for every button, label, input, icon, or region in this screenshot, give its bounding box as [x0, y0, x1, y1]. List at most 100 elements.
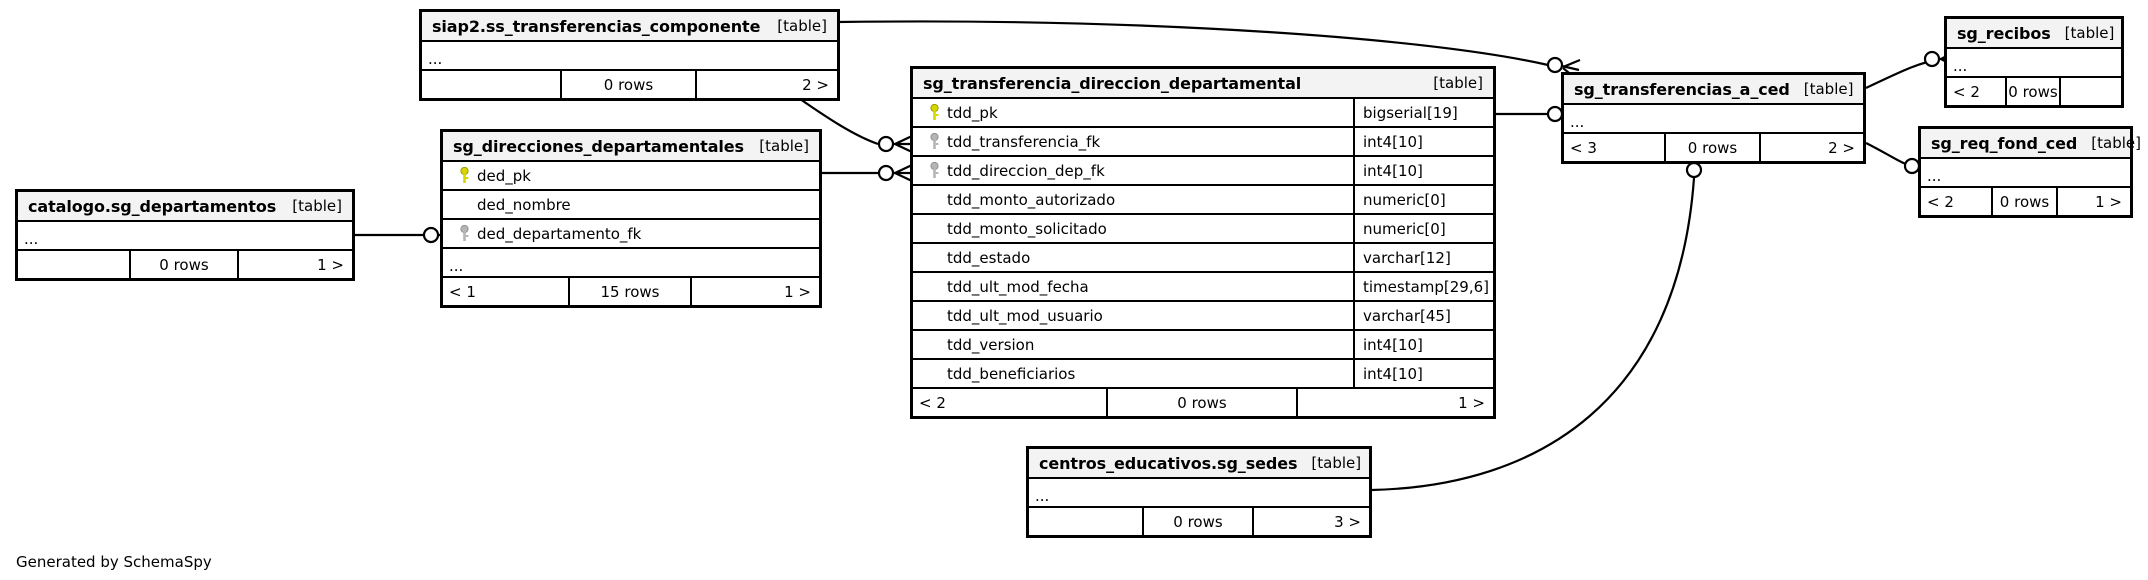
footer-next[interactable]: 2 >: [802, 75, 829, 94]
column-name-cell: tdd_transferencia_fk: [913, 133, 1353, 151]
table-row[interactable]: tdd_monto_solicitado numeric[0]: [913, 215, 1493, 244]
column-type: int4[10]: [1353, 157, 1493, 184]
generated-by-caption: Generated by SchemaSpy: [16, 553, 212, 571]
cardinality-zero-circle: [1546, 105, 1564, 123]
table-footer: 0 rows 2 >: [422, 71, 837, 98]
table-tag: [table]: [292, 197, 342, 215]
table-name: catalogo.sg_departamentos: [28, 196, 277, 216]
footer-prev[interactable]: < 2: [919, 393, 946, 412]
column-name-cell: tdd_ult_mod_fecha: [913, 278, 1353, 296]
footer-next[interactable]: 2 >: [1828, 138, 1856, 157]
table-tag: [table]: [1803, 80, 1854, 98]
column-row[interactable]: ded_pk: [443, 162, 819, 191]
columns-ellipsis: ...: [18, 222, 352, 251]
footer-prev[interactable]: < 1: [449, 282, 476, 301]
table-row[interactable]: tdd_monto_autorizado numeric[0]: [913, 186, 1493, 215]
footer-next[interactable]: 1 >: [2095, 192, 2123, 211]
column-type: bigserial[19]: [1353, 99, 1493, 126]
cardinality-zero-circle: [877, 135, 895, 153]
table-name: siap2.ss_transferencias_componente: [432, 16, 761, 36]
table-name: centros_educativos.sg_sedes: [1039, 453, 1298, 473]
footer-rowcount: 0 rows: [1106, 389, 1298, 416]
table-sg-transferencias-a-ced[interactable]: sg_transferencias_a_ced [table] ... < 3 …: [1561, 72, 1866, 164]
table-header: centros_educativos.sg_sedes [table]: [1029, 449, 1369, 479]
column-row[interactable]: ded_nombre: [443, 191, 819, 220]
column-name-cell: tdd_ult_mod_usuario: [913, 307, 1353, 325]
table-footer: < 2 0 rows: [1947, 78, 2121, 105]
cardinality-zero-circle: [877, 164, 895, 182]
table-tag: [table]: [759, 137, 809, 155]
table-centros-educativos-sg-sedes[interactable]: centros_educativos.sg_sedes [table] ... …: [1026, 446, 1372, 538]
column-label: ded_nombre: [477, 195, 571, 214]
column-type: int4[10]: [1353, 331, 1493, 358]
footer-next[interactable]: 3 >: [1334, 512, 1361, 531]
footer-prev[interactable]: < 2: [1927, 192, 1954, 211]
table-tag: [table]: [1311, 454, 1362, 472]
table-name: sg_direcciones_departamentales: [453, 136, 744, 156]
table-catalogo-sg-departamentos[interactable]: catalogo.sg_departamentos [table] ... 0 …: [15, 189, 355, 281]
column-name-cell: ded_pk: [443, 167, 819, 185]
column-name-cell: tdd_version: [913, 336, 1353, 354]
cardinality-zero-circle: [1903, 157, 1921, 175]
table-header: siap2.ss_transferencias_componente [tabl…: [422, 12, 837, 42]
column-name-cell: ded_departamento_fk: [443, 225, 819, 243]
table-row[interactable]: tdd_beneficiarios int4[10]: [913, 360, 1493, 389]
table-tag: [table]: [2064, 24, 2115, 42]
column-name-cell: ded_nombre: [443, 196, 819, 214]
table-row[interactable]: tdd_direccion_dep_fk int4[10]: [913, 157, 1493, 186]
column-name-cell: tdd_monto_autorizado: [913, 191, 1353, 209]
footer-rowcount: 0 rows: [1663, 134, 1762, 161]
column-name-cell: tdd_direccion_dep_fk: [913, 162, 1353, 180]
table-row[interactable]: tdd_ult_mod_fecha timestamp[29,6]: [913, 273, 1493, 302]
columns-ellipsis: ...: [443, 249, 819, 278]
footer-prev[interactable]: < 2: [1953, 82, 1980, 101]
cardinality-zero-circle: [1546, 56, 1564, 74]
footer-next[interactable]: 1 >: [1458, 393, 1485, 412]
footer-rowcount: 0 rows: [2005, 78, 2061, 105]
column-type: int4[10]: [1353, 128, 1493, 155]
column-type: numeric[0]: [1353, 186, 1493, 213]
edge-transferencias-a-ced-to-req-fond-ced: [1865, 142, 1913, 168]
table-sg-transferencia-direccion-departamental[interactable]: sg_transferencia_direccion_departamental…: [910, 66, 1496, 419]
column-label: tdd_ult_mod_usuario: [947, 306, 1103, 325]
column-row[interactable]: ded_departamento_fk: [443, 220, 819, 249]
footer-prev[interactable]: [1029, 508, 1142, 535]
footer-next[interactable]: 1 >: [317, 255, 344, 274]
table-header: sg_recibos [table]: [1947, 19, 2121, 49]
footer-rowcount: 0 rows: [560, 71, 697, 98]
footer-rowcount: 15 rows: [568, 278, 692, 305]
column-type: numeric[0]: [1353, 215, 1493, 242]
column-label: tdd_monto_solicitado: [947, 219, 1107, 238]
column-label: tdd_transferencia_fk: [947, 132, 1101, 151]
table-row[interactable]: tdd_pk bigserial[19]: [913, 99, 1493, 128]
column-label: tdd_direccion_dep_fk: [947, 161, 1105, 180]
footer-prev[interactable]: < 3: [1570, 138, 1597, 157]
table-siap2-ss-transferencias-componente[interactable]: siap2.ss_transferencias_componente [tabl…: [419, 9, 840, 101]
footer-next[interactable]: 1 >: [784, 282, 811, 301]
footer-next[interactable]: [2061, 78, 2121, 105]
table-row[interactable]: tdd_version int4[10]: [913, 331, 1493, 360]
table-row[interactable]: tdd_transferencia_fk int4[10]: [913, 128, 1493, 157]
table-name: sg_req_fond_ced: [1931, 133, 2078, 153]
footer-prev[interactable]: [18, 251, 129, 278]
column-type: int4[10]: [1353, 360, 1493, 387]
table-sg-direcciones-departamentales[interactable]: sg_direcciones_departamentales [table] d…: [440, 129, 822, 308]
table-sg-recibos[interactable]: sg_recibos [table] ... < 2 0 rows: [1944, 16, 2124, 108]
edge-transferencias-a-ced-to-recibos: [1865, 58, 1939, 89]
column-label: ded_departamento_fk: [477, 224, 642, 243]
table-footer: < 3 0 rows 2 >: [1564, 134, 1863, 161]
column-label: tdd_ult_mod_fecha: [947, 277, 1089, 296]
table-row[interactable]: tdd_ult_mod_usuario varchar[45]: [913, 302, 1493, 331]
column-type: varchar[12]: [1353, 244, 1493, 271]
table-footer: < 2 0 rows 1 >: [913, 389, 1493, 416]
columns-ellipsis: ...: [1947, 49, 2121, 78]
columns-ellipsis: ...: [1564, 105, 1863, 134]
footer-prev[interactable]: [422, 71, 560, 98]
table-row[interactable]: tdd_estado varchar[12]: [913, 244, 1493, 273]
table-footer: < 1 15 rows 1 >: [443, 278, 819, 305]
foreign-key-icon: [921, 133, 947, 150]
table-tag: [table]: [777, 17, 827, 35]
table-tag: [table]: [2091, 134, 2141, 152]
table-sg-req-fond-ced[interactable]: sg_req_fond_ced [table] ... < 2 0 rows 1…: [1918, 126, 2141, 218]
